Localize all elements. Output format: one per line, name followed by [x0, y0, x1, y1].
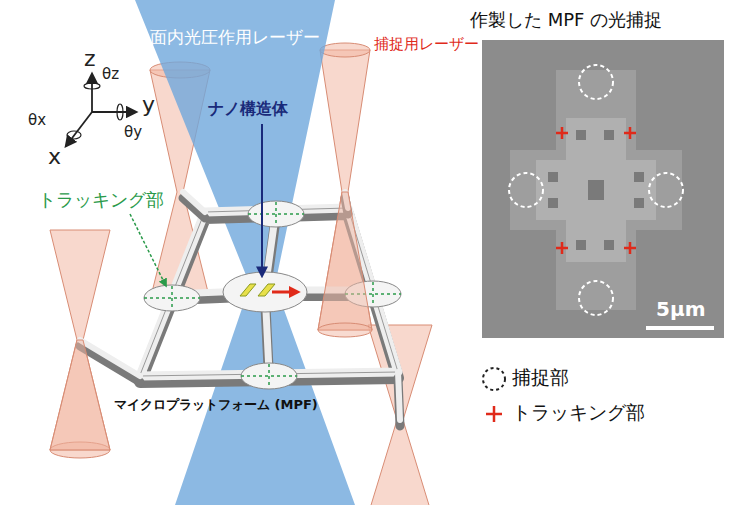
axis-label: θy — [124, 124, 142, 141]
legend-sample — [486, 406, 502, 422]
leader-line — [130, 214, 166, 286]
axis-label: θz — [102, 66, 119, 83]
axis-label: x — [48, 144, 61, 169]
nanostructure — [240, 284, 296, 296]
micro-platform — [80, 192, 400, 426]
axis-label: y — [142, 92, 155, 117]
scale-label: 5μm — [656, 298, 705, 321]
legend-text: 捕捉部 — [512, 367, 569, 389]
axis-label: z — [84, 46, 96, 71]
part-label: トラッキング部 — [38, 190, 164, 211]
in-plane-laser-cone — [135, 0, 355, 505]
laser-label: 捕捉用レーザー — [374, 36, 479, 53]
leader-line — [261, 124, 263, 276]
axis-label: θx — [28, 112, 46, 129]
legend-sample — [483, 368, 505, 390]
trapping-laser-cone — [50, 192, 372, 450]
micrograph — [482, 40, 724, 338]
panel-title: 作製した MPF の光捕捉 — [470, 10, 662, 31]
laser-label: 面内光圧作用レーザー — [150, 28, 320, 48]
part-label: マイクロプラットフォーム (MPF) — [114, 398, 318, 413]
legend-text: トラッキング部 — [512, 402, 645, 424]
part-label: ナノ構造体 — [208, 100, 288, 118]
